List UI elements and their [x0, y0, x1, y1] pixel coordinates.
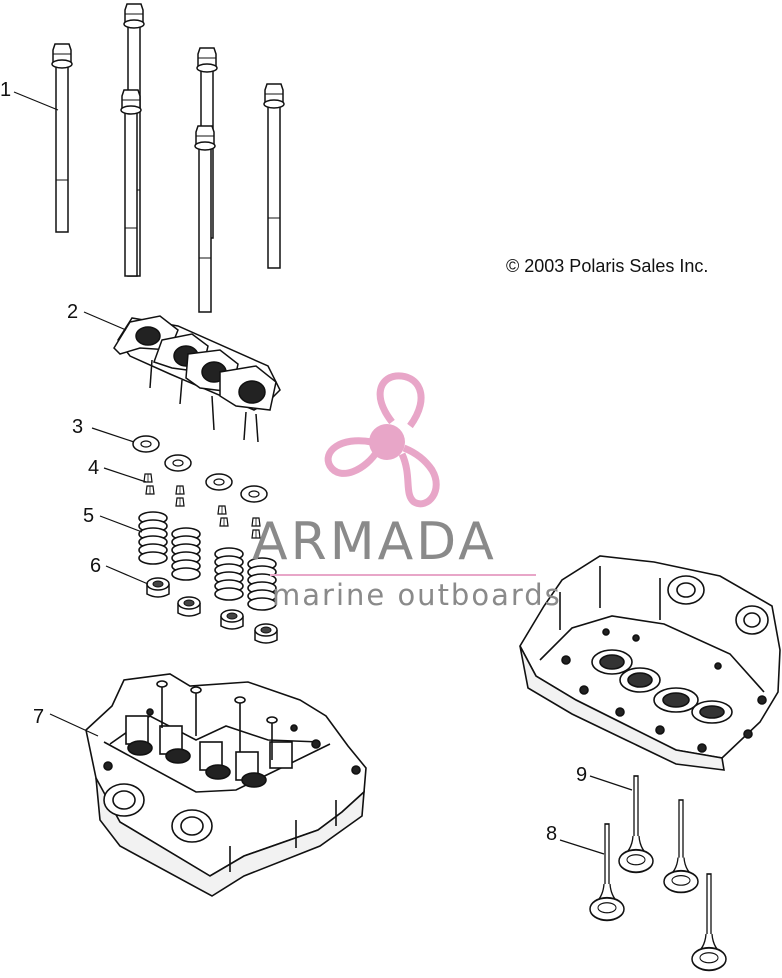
head-bolt [194, 125, 216, 313]
callout-4: 4 [88, 457, 99, 479]
intake-valves [589, 823, 727, 972]
watermark-brand: ARMADA [252, 512, 497, 572]
head-bolts [51, 3, 285, 313]
callout-7: 7 [33, 706, 44, 728]
head-bolt [51, 43, 73, 233]
leader-lines [13, 91, 633, 855]
callout-labels: 1 2 3 4 5 6 7 8 9 [0, 79, 587, 845]
head-bolt [120, 89, 142, 277]
rocker-arm-assembly [113, 315, 281, 443]
cylinder-head-underside [519, 555, 781, 771]
exhaust-valves [618, 775, 699, 894]
callout-8: 8 [546, 823, 557, 845]
head-bolt [263, 83, 285, 269]
callout-9: 9 [576, 764, 587, 786]
callout-6: 6 [90, 555, 101, 577]
callout-1: 1 [0, 79, 11, 101]
callout-3: 3 [72, 416, 83, 438]
watermark-tagline: marine outboards [272, 578, 562, 612]
callout-5: 5 [83, 505, 94, 527]
cylinder-head-front [85, 673, 367, 897]
watermark-divider [270, 574, 536, 576]
callout-2: 2 [67, 301, 78, 323]
copyright-notice: © 2003 Polaris Sales Inc. [506, 256, 709, 276]
propeller-icon [324, 372, 440, 508]
